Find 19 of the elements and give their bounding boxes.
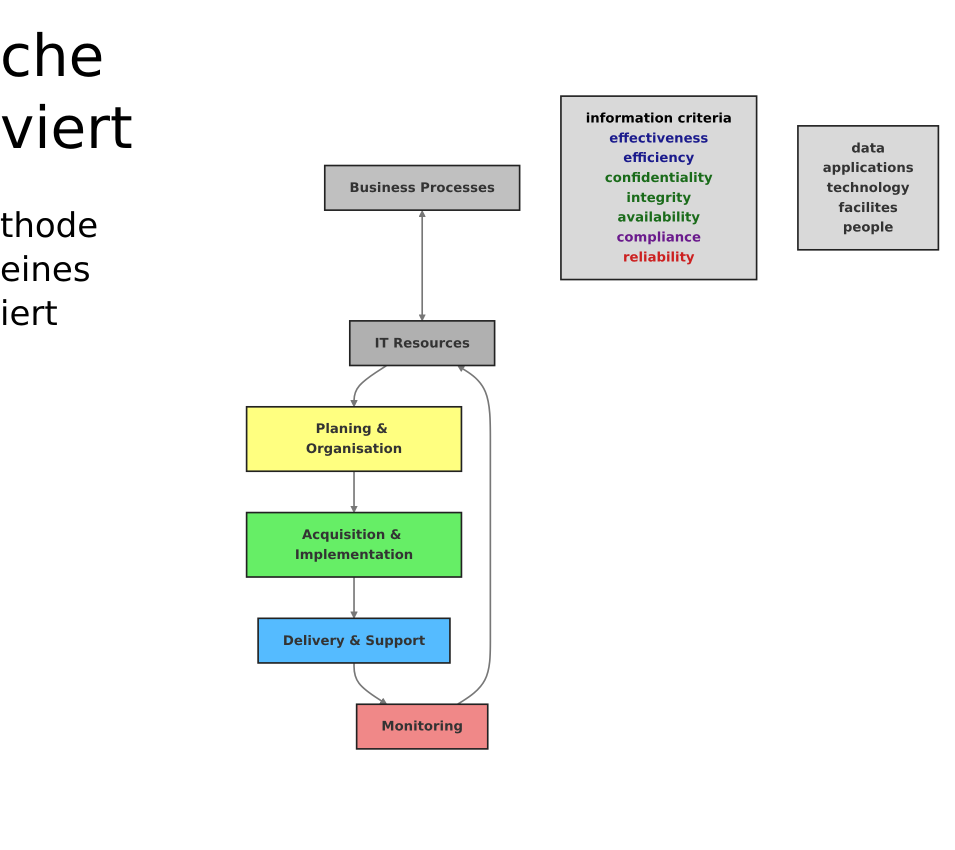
arrow (418, 210, 426, 322)
node-box: Monitoring (356, 703, 489, 750)
node-box: information criteria effectiveness efficiency confidentiality integrity availability compliance reliability (560, 95, 758, 280)
arrow (350, 364, 388, 408)
node-box: data applications technology facilites people (797, 125, 940, 251)
node-box: Acquisition & Implementation (246, 512, 462, 578)
arrow (350, 577, 358, 619)
node-box: Planing & Organisation (246, 406, 462, 472)
node-box: Delivery & Support (257, 618, 451, 664)
text-fragment: thode (0, 205, 100, 248)
node-box: Business Processes (324, 164, 520, 211)
text-fragment: eines (0, 249, 92, 292)
node-box: IT Resources (348, 320, 496, 366)
heading-fragment: che (0, 21, 106, 92)
heading-fragment: viert (0, 93, 134, 164)
text-fragment: iert (0, 293, 59, 336)
arrow (353, 662, 388, 705)
arrow (457, 365, 492, 705)
arrow (350, 471, 358, 513)
